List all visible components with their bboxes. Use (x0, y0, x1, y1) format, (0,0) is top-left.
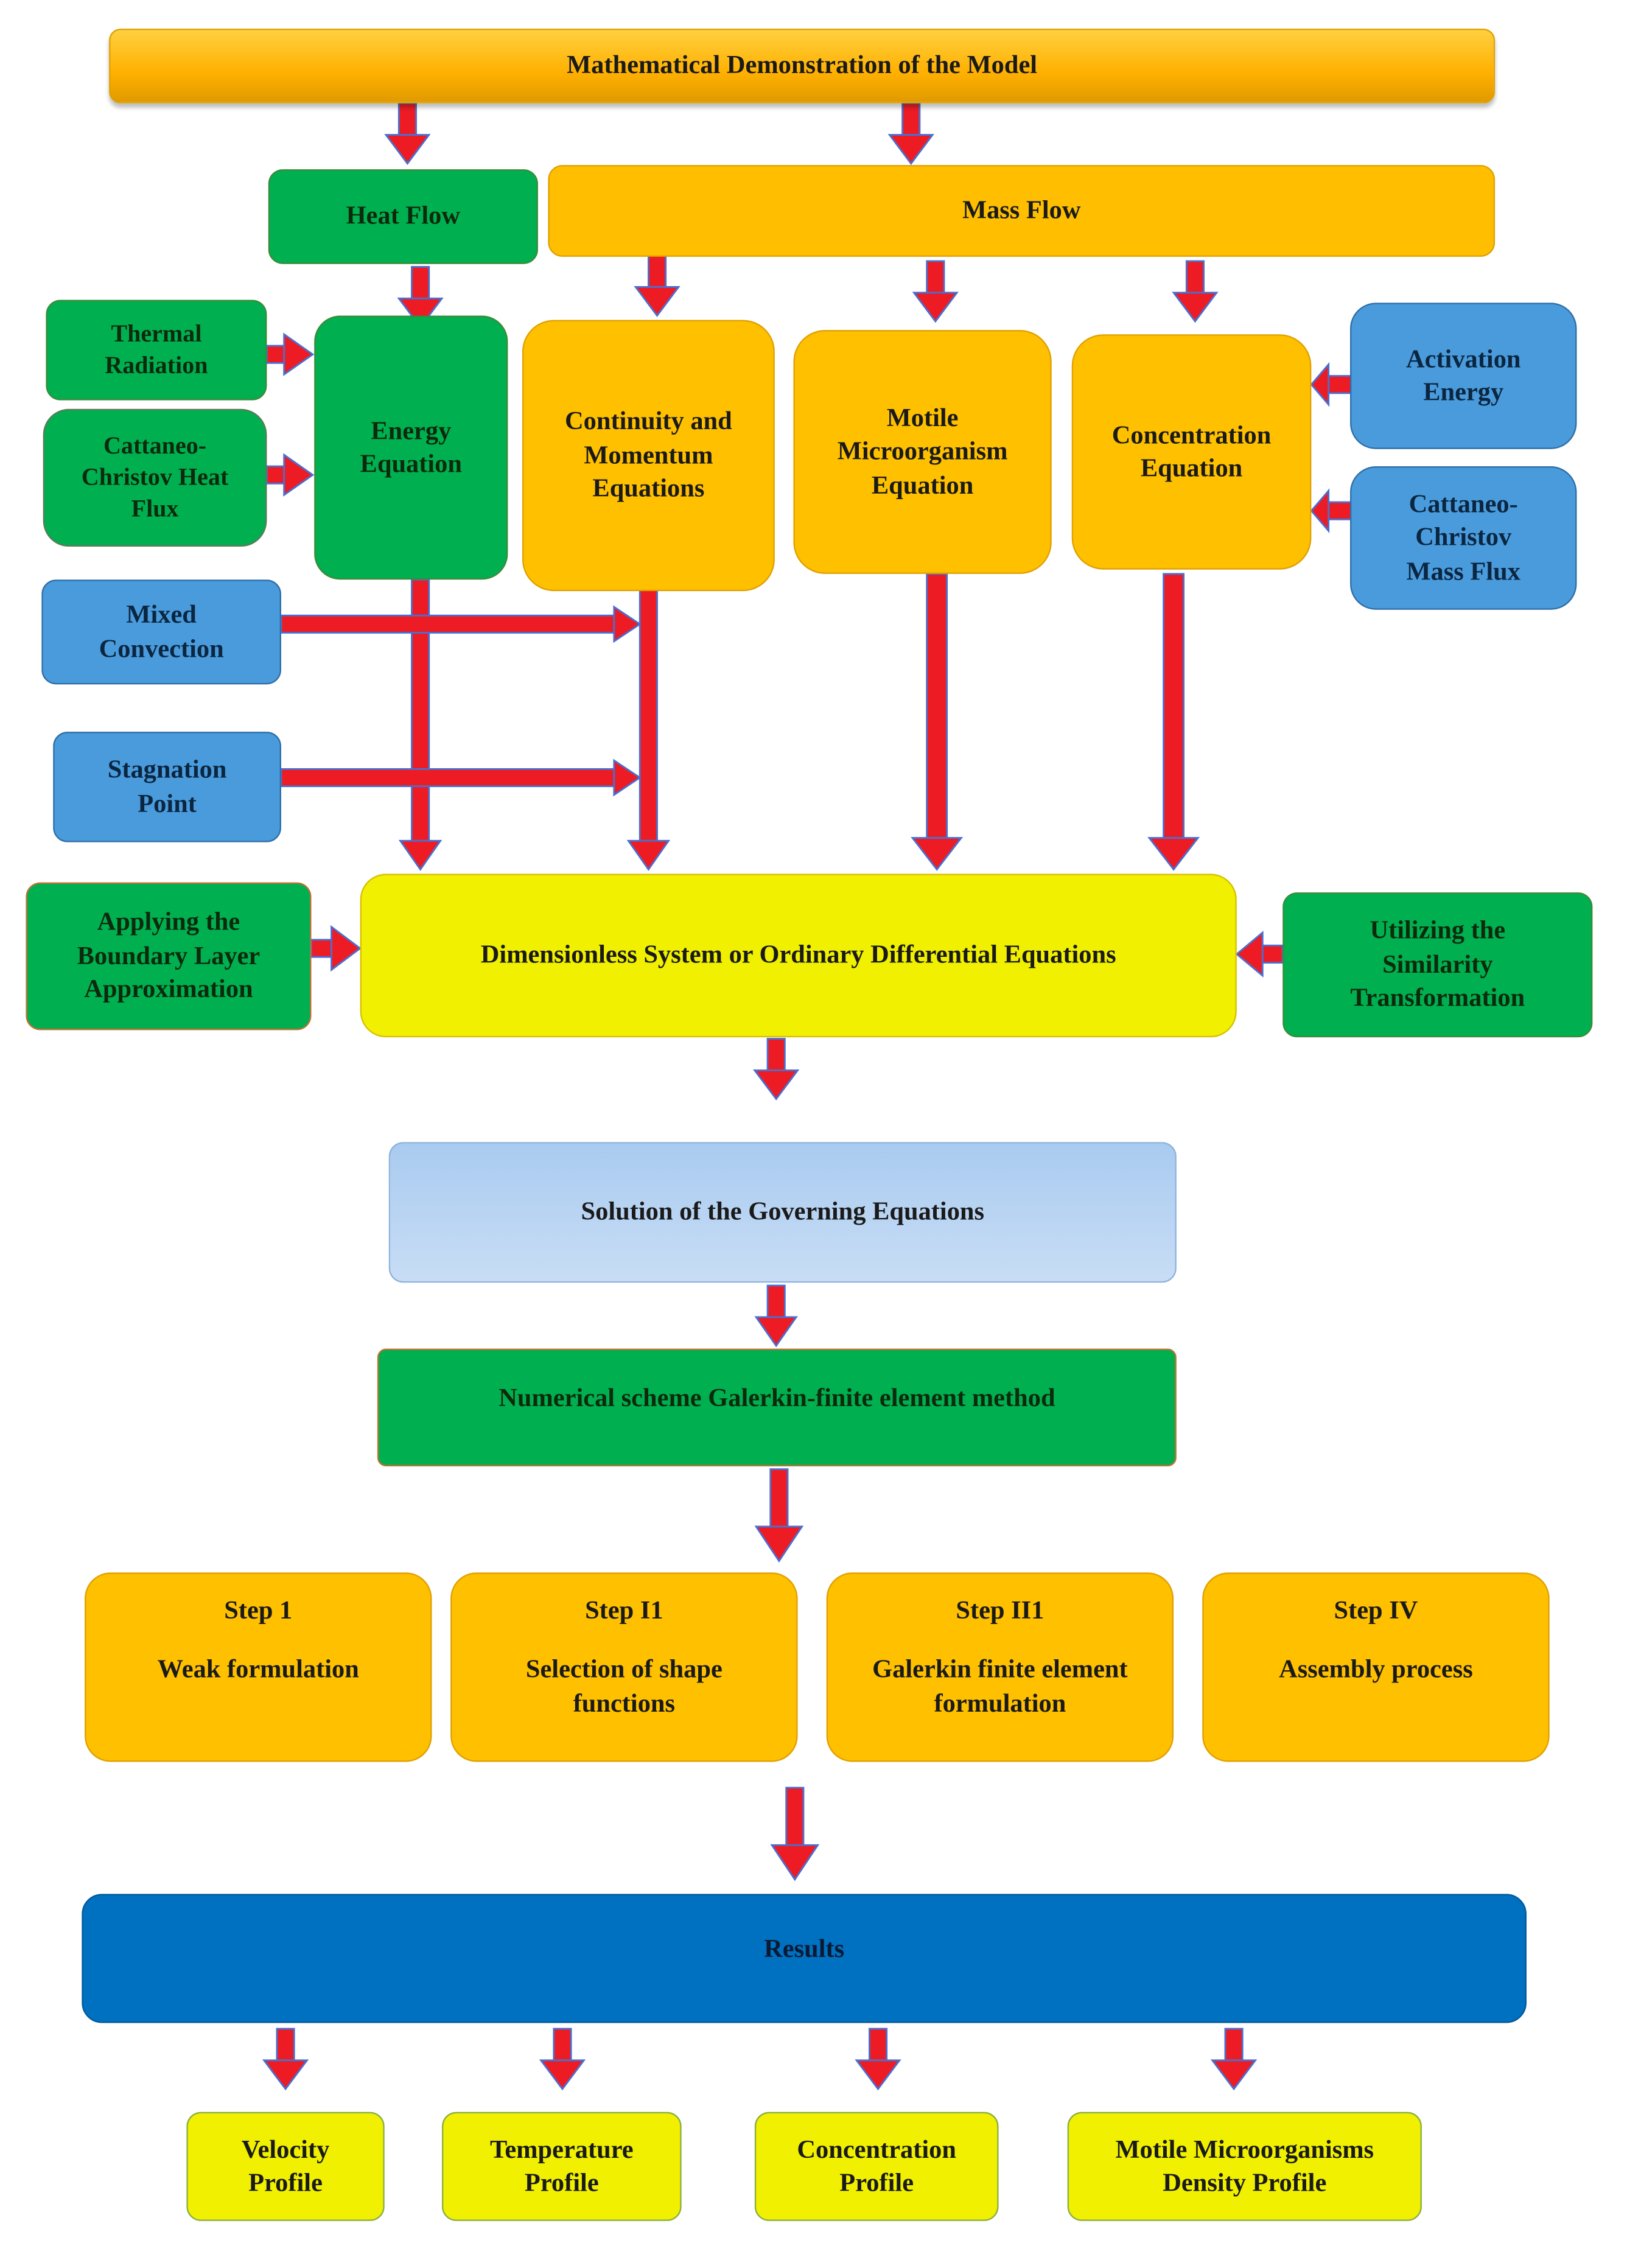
density-profile-box: Motile Microorganisms Density Profile (1067, 2112, 1422, 2221)
arrow-activation-to-concentration (1310, 362, 1352, 407)
concentration-profile-box: Concentration Profile (754, 2112, 999, 2221)
arrow-ccheat-to-energy (266, 453, 315, 497)
velocity-profile-label: Velocity Profile (241, 2134, 330, 2197)
stagnation-point-box: Stagnation Point (53, 732, 281, 842)
arrow-stagnation-point (280, 758, 642, 797)
arrow-solution-to-numerical (754, 1284, 798, 1348)
boundary-layer-label: Applying the Boundary Layer Approximatio… (77, 907, 261, 1004)
step-4-box: Step IV Assembly process (1202, 1572, 1550, 1762)
arrow-dimensionless-to-solution (754, 1038, 799, 1100)
dimensionless-system-box: Dimensionless System or Ordinary Differe… (360, 873, 1237, 1038)
step-3-desc: Galerkin finite element formulation (872, 1654, 1128, 1717)
step-1-desc: Weak formulation (157, 1654, 359, 1684)
numerical-scheme-label: Numerical scheme Galerkin-finite element… (499, 1383, 1055, 1412)
step-2-desc: Selection of shape functions (525, 1654, 723, 1717)
temperature-profile-box: Temperature Profile (441, 2112, 682, 2221)
continuity-momentum-label: Continuity and Momentum Equations (565, 407, 732, 503)
solution-label: Solution of the Governing Equations (581, 1197, 985, 1226)
step-4-desc: Assembly process (1279, 1654, 1473, 1684)
continuity-momentum-box: Continuity and Momentum Equations (522, 320, 775, 592)
step-3-box: Step II1 Galerkin finite element formula… (826, 1572, 1174, 1762)
activation-energy-label: Activation Energy (1405, 343, 1521, 407)
concentration-equation-label: Concentration Equation (1111, 419, 1272, 482)
activation-energy-box: Activation Energy (1350, 303, 1577, 449)
cc-mass-flux-box: Cattaneo-Christov Mass Flux (1350, 466, 1577, 610)
mixed-convection-box: Mixed Convection (41, 579, 281, 685)
heat-flow-box: Heat Flow (268, 169, 538, 264)
thermal-radiation-label: Thermal Radiation (105, 320, 208, 379)
results-box: Results (82, 1894, 1527, 2023)
arrow-results-to-temperature (540, 2028, 585, 2090)
arrow-results-to-velocity (263, 2028, 308, 2090)
similarity-transformation-label: Utilizing the Similarity Transformation (1350, 915, 1525, 1012)
similarity-transformation-box: Utilizing the Similarity Transformation (1282, 892, 1593, 1038)
density-profile-label: Motile Microorganisms Density Profile (1115, 2134, 1374, 2197)
title-box: Mathematical Demonstration of the Model (109, 29, 1496, 103)
arrow-title-to-heat (385, 102, 430, 165)
motile-equation-box: Motile Microorganism Equation (793, 330, 1052, 574)
mass-flow-box: Mass Flow (548, 165, 1496, 257)
concentration-profile-label: Concentration Profile (797, 2134, 957, 2197)
arrow-numerical-to-steps (754, 1468, 804, 1563)
cc-heat-flux-box: Cattaneo-Christov Heat Flux (43, 408, 267, 547)
arrow-results-to-density (1211, 2028, 1256, 2090)
boundary-layer-box: Applying the Boundary Layer Approximatio… (26, 882, 312, 1031)
step-2-title: Step I1 (585, 1595, 663, 1625)
step-1-box: Step 1 Weak formulation (85, 1572, 432, 1762)
title-text: Mathematical Demonstration of the Model (567, 51, 1038, 80)
arrow-title-to-mass (888, 102, 934, 165)
step-2-box: Step I1 Selection of shape functions (450, 1572, 798, 1762)
arrow-ccmass-to-concentration (1310, 488, 1352, 533)
temperature-profile-label: Temperature Profile (489, 2134, 634, 2197)
velocity-profile-box: Velocity Profile (186, 2112, 385, 2221)
arrow-continuity-to-dimensionless (626, 587, 671, 871)
arrow-steps-to-results (770, 1787, 820, 1881)
concentration-equation-box: Concentration Equation (1071, 334, 1312, 570)
step-1-title: Step 1 (224, 1595, 293, 1625)
arrow-motile-to-dimensionless (911, 573, 964, 871)
thermal-radiation-box: Thermal Radiation (46, 299, 267, 401)
mixed-convection-label: Mixed Convection (99, 600, 224, 662)
arrow-results-to-concentration (855, 2028, 901, 2090)
solution-box: Solution of the Governing Equations (388, 1142, 1177, 1283)
step-3-title: Step II1 (956, 1595, 1044, 1625)
cc-heat-flux-label: Cattaneo-Christov Heat Flux (81, 432, 229, 523)
dimensionless-system-label: Dimensionless System or Ordinary Differe… (480, 940, 1116, 969)
energy-equation-box: Energy Equation (314, 315, 508, 580)
cc-mass-flux-label: Cattaneo-Christov Mass Flux (1406, 489, 1520, 585)
stagnation-point-label: Stagnation Point (107, 755, 227, 817)
arrow-mass-to-continuity (634, 254, 680, 317)
energy-equation-label: Energy Equation (360, 415, 463, 478)
arrow-thermal-to-energy (266, 332, 315, 376)
arrow-mass-to-concentration (1172, 260, 1218, 323)
arrow-similarity-to-dimensionless (1235, 931, 1284, 978)
results-label: Results (764, 1934, 845, 1963)
arrow-concentration-to-dimensionless (1147, 573, 1200, 871)
motile-equation-label: Motile Microorganism Equation (837, 403, 1008, 499)
heat-flow-label: Heat Flow (346, 201, 461, 230)
arrow-mass-to-motile (913, 260, 958, 323)
step-4-title: Step IV (1334, 1595, 1418, 1625)
arrow-mixed-convection (280, 605, 642, 643)
arrow-boundary-to-dimensionless (310, 925, 362, 972)
numerical-scheme-box: Numerical scheme Galerkin-finite element… (377, 1348, 1177, 1466)
mass-flow-label: Mass Flow (962, 195, 1081, 225)
